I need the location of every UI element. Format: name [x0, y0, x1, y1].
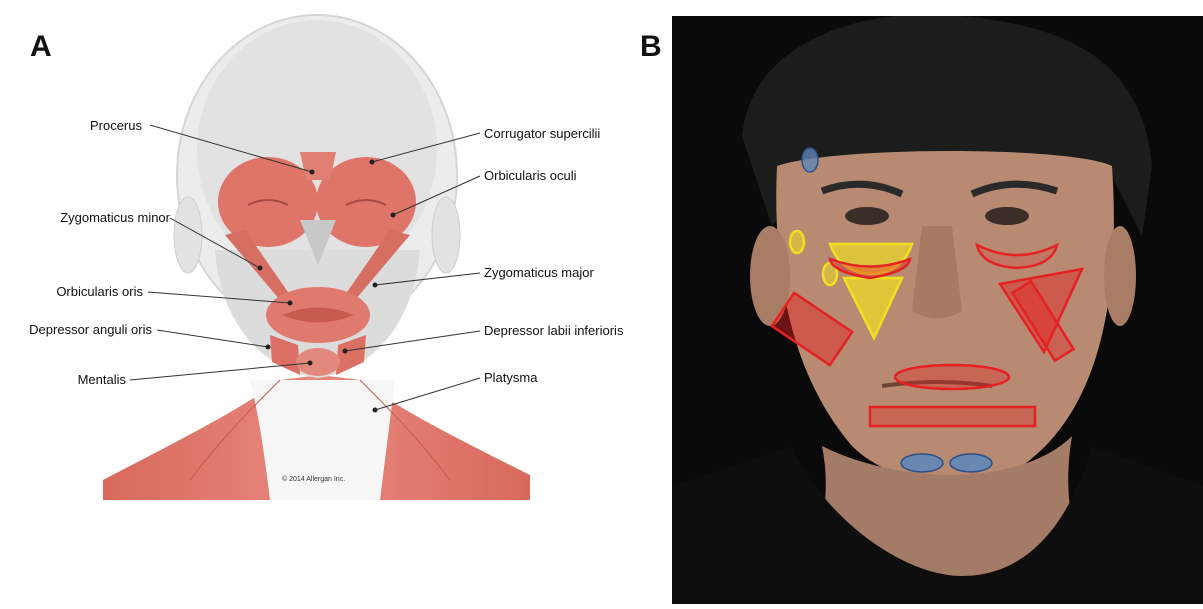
label-orbicularis-oris: Orbicularis oris [56, 284, 143, 299]
red-zone-chin [870, 407, 1035, 426]
procerus-shape [300, 152, 336, 180]
red-zone-upper-lip [895, 365, 1009, 389]
copyright-text: © 2014 Allergan Inc. [282, 475, 345, 483]
muscle-anatomy-illustration: Procerus Zygomaticus minor Orbicularis o… [0, 0, 640, 604]
patient-photo [672, 16, 1203, 604]
blue-zone-forehead [802, 148, 818, 172]
label-platysma: Platysma [484, 370, 538, 385]
mentalis-shape [296, 348, 340, 376]
label-orbicularis-oculi: Orbicularis oculi [484, 168, 577, 183]
label-depressor-anguli-oris: Depressor anguli oris [29, 322, 152, 337]
patient-photo-panel [672, 16, 1203, 604]
blue-zone-chin-left [901, 454, 943, 472]
yellow-zone-temple [790, 231, 804, 253]
label-zygomaticus-minor: Zygomaticus minor [60, 210, 170, 225]
label-depressor-labii-inferioris: Depressor labii inferioris [484, 323, 624, 338]
label-zygomaticus-major: Zygomaticus major [484, 265, 594, 280]
label-procerus: Procerus [90, 118, 143, 133]
label-mentalis: Mentalis [78, 372, 127, 387]
label-corrugator-supercilii: Corrugator supercilii [484, 126, 600, 141]
panel-letter-b: B [640, 30, 662, 64]
anatomy-figure: Procerus Zygomaticus minor Orbicularis o… [0, 0, 640, 604]
blue-zone-chin-right [950, 454, 992, 472]
